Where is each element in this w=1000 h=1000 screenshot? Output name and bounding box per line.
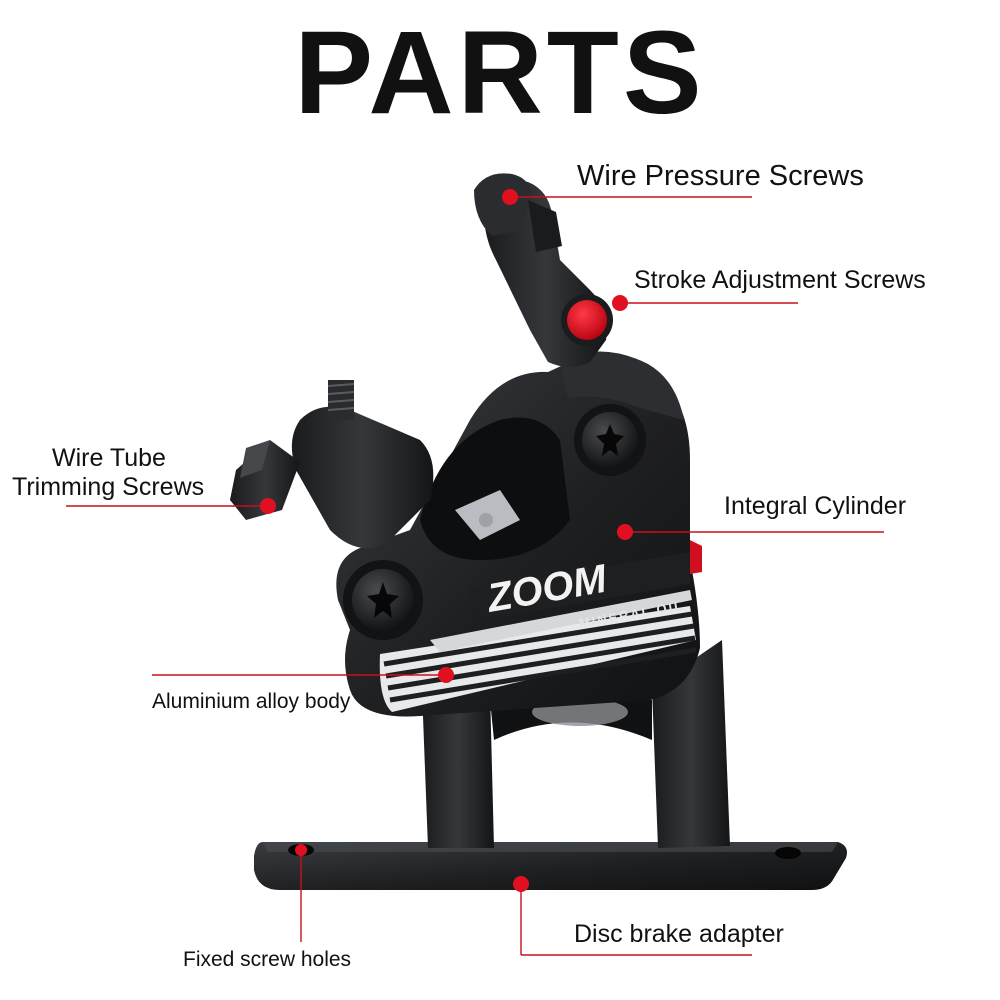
- upper-body-bolt-shape: [574, 404, 646, 476]
- label-fixed-screw-holes: Fixed screw holes: [183, 948, 352, 971]
- label-integral-cylinder: Integral Cylinder: [724, 492, 907, 520]
- threaded-stud-shape: [327, 380, 355, 420]
- wire-clamp-plate-shape: [528, 200, 562, 252]
- label-stroke-adjustment-screws: Stroke Adjustment Screws: [634, 266, 926, 294]
- cable-arm-shape: [291, 406, 434, 548]
- label-aluminium-alloy-body: Aluminium alloy body: [152, 690, 351, 713]
- leader-lines: [66, 196, 884, 956]
- label-disc-brake-adapter: Disc brake adapter: [574, 920, 784, 948]
- red-dot-icon: [502, 189, 518, 205]
- red-dot-icon: [438, 667, 454, 683]
- mechanism-pin-shape: [479, 513, 493, 527]
- label-wire-tube-line1: Wire Tube: [52, 444, 166, 472]
- mechanism-cavity-shape: [420, 417, 570, 560]
- disc-brake-adapter-shape: [254, 842, 847, 890]
- red-dot-icon: [617, 524, 633, 540]
- page-title: PARTS: [294, 7, 706, 139]
- stroke-adjustment-screw-shape: [567, 300, 607, 340]
- red-dot-icon: [513, 876, 529, 892]
- screw-hole-right: [775, 847, 801, 859]
- label-wire-tube-line2: Trimming Screws: [12, 473, 205, 501]
- cylinder-shoulder-shape: [560, 351, 684, 420]
- right-leg-shape: [652, 640, 730, 848]
- red-dot-icon: [260, 498, 276, 514]
- wire-tube-barrel-shape: [230, 440, 300, 520]
- lower-body-bolt-shape: [343, 560, 423, 640]
- left-leg-shape: [422, 690, 494, 848]
- wire-pressure-screw-head-shape: [474, 173, 532, 236]
- label-wire-pressure-screws: Wire Pressure Screws: [577, 160, 864, 192]
- red-dot-icon: [612, 295, 628, 311]
- cylinder-red-edge-shape: [690, 540, 702, 574]
- red-dot-icon: [295, 844, 307, 856]
- aluminium-stripe-plate: [379, 590, 697, 712]
